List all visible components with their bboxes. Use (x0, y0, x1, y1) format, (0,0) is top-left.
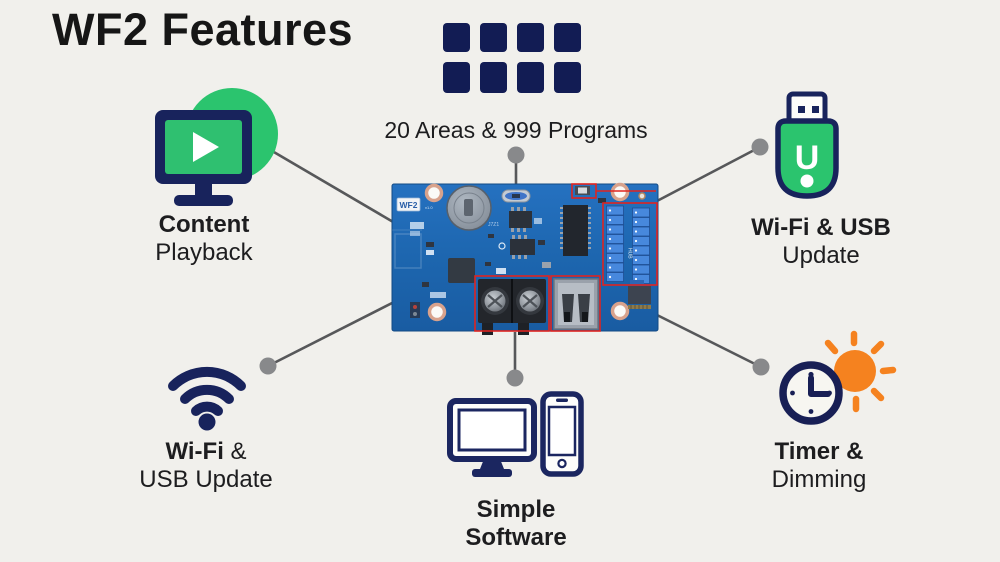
timer-dimming-label: Timer & Dimming (771, 438, 867, 493)
connector-dot-wifi-usb-top (751, 138, 769, 156)
clock-icon (779, 361, 843, 425)
hub-port-headers: HUB (602, 202, 658, 286)
svg-text:J7Z1: J7Z1 (488, 222, 499, 228)
simple-software-label: Simple Software (465, 496, 567, 551)
usb-drive-icon: U (775, 91, 839, 199)
connector-line-wifi-usb-bottom (267, 298, 399, 368)
usb-letter: U (795, 139, 820, 177)
wifi-icon (168, 366, 246, 431)
usb-port-highlight (550, 275, 601, 332)
sun-icon (824, 330, 897, 413)
areas-programs-label: 20 Areas & 999 Programs (384, 117, 648, 143)
connector-line-content-playback (266, 146, 401, 228)
monitor-play-icon (155, 88, 278, 206)
coin-battery (446, 185, 492, 231)
play-triangle-icon (193, 132, 219, 162)
clock-sun-icon (779, 330, 897, 425)
test-button-highlight (571, 183, 656, 199)
aux-connector (628, 280, 651, 309)
board-silkscreen-label: WF2 v1.0 (396, 197, 433, 236)
connector-line-timer-dimming (656, 313, 762, 369)
connector-dot-wifi-usb-bottom (259, 357, 277, 375)
power-terminal-highlight (474, 275, 550, 335)
ic-chips (448, 205, 591, 283)
svg-text:v1.0: v1.0 (425, 205, 433, 210)
wifi-usb-bottom-label: Wi-Fi & USB Update (139, 438, 273, 493)
crystal-oscillator (501, 189, 531, 203)
passive-components: J7Z1 (410, 198, 606, 318)
grid-icon (443, 23, 581, 93)
controller-board-image: WF2 v1.0 (391, 182, 659, 335)
mounting-holes (424, 182, 646, 322)
connector-dot-simple-software (506, 369, 524, 387)
page-title: WF2 Features (52, 4, 354, 55)
content-playback-label: Content Playback (155, 211, 253, 266)
wifi-usb-top-label: Wi-Fi & USB Update (751, 214, 891, 269)
connector-dot-areas-programs (507, 146, 525, 164)
computer-phone-icon (447, 391, 584, 477)
connector-dot-timer-dimming (752, 358, 770, 376)
svg-text:WF2: WF2 (400, 200, 418, 210)
connector-line-wifi-usb-top (656, 145, 761, 203)
svg-text:HUB: HUB (627, 248, 633, 259)
